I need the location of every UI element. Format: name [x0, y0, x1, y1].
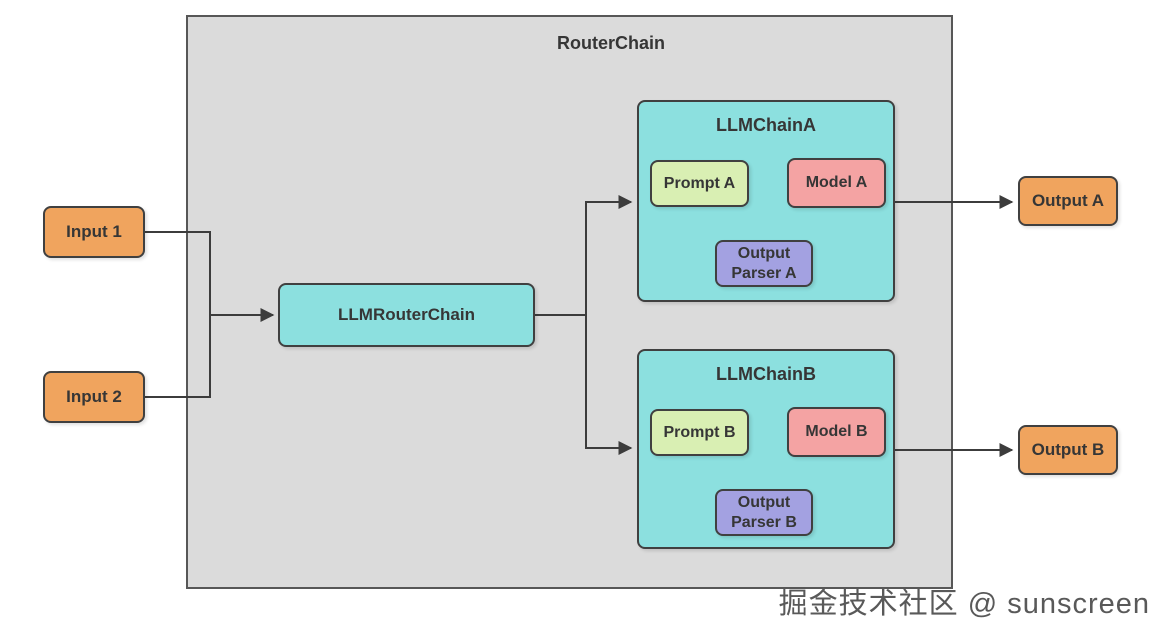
node-output-parser-b-line2: Parser B — [731, 513, 797, 531]
group-llmchain-b: LLMChainB Prompt B Model B Output Parser… — [637, 349, 895, 549]
node-input-1: Input 1 — [43, 206, 145, 258]
node-prompt-a-label: Prompt A — [663, 174, 736, 192]
node-input-2-label: Input 2 — [66, 387, 122, 406]
node-output-parser-a-line2: Parser A — [731, 264, 797, 282]
node-model-a: Model A — [787, 158, 886, 208]
node-output-b-label: Output B — [1031, 440, 1105, 459]
node-output-a-label: Output A — [1031, 191, 1105, 210]
node-output-parser-a-line1: Output — [737, 245, 791, 263]
node-llmrouterchain: LLMRouterChain — [278, 283, 535, 347]
routerchain-title: RouterChain — [557, 33, 665, 53]
node-input-2: Input 2 — [43, 371, 145, 423]
node-output-b: Output B — [1018, 425, 1118, 475]
node-output-a: Output A — [1018, 176, 1118, 226]
node-output-parser-b: Output Parser B — [715, 489, 813, 536]
node-model-b-label: Model B — [805, 423, 868, 440]
group-llmchain-a: LLMChainA Prompt A Model A Output Parser… — [637, 100, 895, 302]
node-model-b: Model B — [787, 407, 886, 457]
node-prompt-b: Prompt B — [650, 409, 749, 456]
node-llmrouterchain-label: LLMRouterChain — [338, 305, 475, 324]
node-input-1-label: Input 1 — [66, 222, 122, 241]
group-llmchain-b-title: LLMChainB — [716, 364, 816, 384]
node-model-a-label: Model A — [805, 174, 868, 191]
node-prompt-b-label: Prompt B — [663, 423, 736, 441]
group-llmchain-a-title: LLMChainA — [716, 115, 816, 135]
node-output-parser-b-line1: Output — [737, 494, 791, 512]
node-prompt-a: Prompt A — [650, 160, 749, 207]
node-output-parser-a: Output Parser A — [715, 240, 813, 287]
watermark-text: 掘金技术社区 @ sunscreen — [778, 588, 1150, 620]
